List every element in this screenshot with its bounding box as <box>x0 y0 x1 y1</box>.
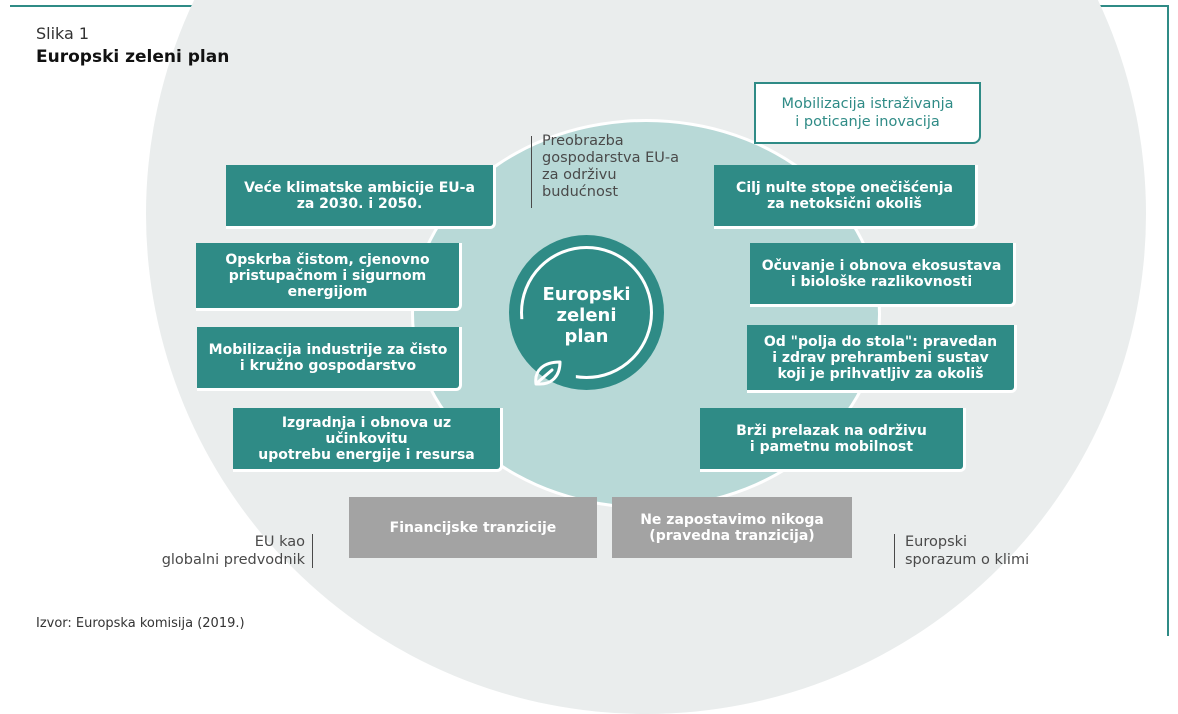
ring-label-line: Preobrazba <box>542 133 624 149</box>
box-line: Veće klimatske ambicije EU-a <box>244 179 475 196</box>
box-line: Brži prelazak na održivu <box>736 422 927 439</box>
center-title-line: Europski <box>542 284 631 305</box>
box-line: i zdrav prehrambeni sustav <box>772 349 989 366</box>
box-line: za netoksični okoliš <box>767 195 922 212</box>
side-label-line: EU kao <box>254 534 305 550</box>
box-line: Cilj nulte stope onečišćenja <box>736 179 953 196</box>
box-line: i biološke razlikovnosti <box>790 273 973 290</box>
box-line: energijom <box>287 283 368 300</box>
ring-label-line: gospodarstva EU-a <box>542 150 679 166</box>
box-line: i poticanje inovacija <box>795 114 940 130</box>
left-box-industry: Mobilizacija industrije za čisto i kružn… <box>197 327 462 391</box>
left-box-building-renovation: Izgradnja i obnova uz učinkovitu upotreb… <box>233 408 503 472</box>
right-box-farm-to-fork: Od "polja do stola": pravedan i zdrav pr… <box>747 325 1017 393</box>
center-inner-ring <box>520 246 653 379</box>
leaf-icon <box>534 360 562 386</box>
left-box-climate-ambition: Veće klimatske ambicije EU-a za 2030. i … <box>226 165 496 229</box>
bottom-box-financing: Financijske tranzicije <box>349 497 597 558</box>
side-label-divider <box>312 534 313 568</box>
ring-label-divider <box>531 136 532 208</box>
box-line: Izgradnja i obnova uz učinkovitu <box>281 414 452 447</box>
box-line: Od "polja do stola": pravedan <box>763 333 998 350</box>
right-box-mobility: Brži prelazak na održivu i pametnu mobil… <box>700 408 966 472</box>
side-label-line: Europski <box>905 534 968 550</box>
ring-label-line: budućnost <box>542 184 619 200</box>
side-label-divider <box>894 534 895 568</box>
side-label-global-leader: EU kao globalni predvodnik <box>120 533 305 569</box>
box-line: i kružno gospodarstvo <box>239 357 417 374</box>
box-line: (pravedna tranzicija) <box>649 527 815 544</box>
center-title: Europski zeleni plan <box>509 284 664 347</box>
left-box-clean-energy: Opskrba čistom, cjenovno pristupačnom i … <box>196 243 462 311</box>
box-line: koji je prihvatljiv za okoliš <box>777 365 984 382</box>
box-line: Financijske tranzicije <box>389 519 557 536</box>
side-label-climate-pact: Europski sporazum o klimi <box>905 533 1029 569</box>
bottom-box-just-transition: Ne zapostavimo nikoga (pravedna tranzici… <box>612 497 852 558</box>
top-box-research: Mobilizacija istraživanja i poticanje in… <box>754 82 981 144</box>
figure-label: Slika 1 <box>36 24 90 43</box>
figure-source: Izvor: Europska komisija (2019.) <box>36 616 245 631</box>
ring-label: Preobrazba gospodarstva EU-a za održivu … <box>542 133 679 201</box>
figure-title: Europski zeleni plan <box>36 47 230 67</box>
right-box-zero-pollution: Cilj nulte stope onečišćenja za netoksič… <box>714 165 978 229</box>
right-box-ecosystems: Očuvanje i obnova ekosustava i biološke … <box>750 243 1016 307</box>
center-title-line: zeleni <box>556 305 617 326</box>
center-title-line: plan <box>564 326 609 347</box>
box-line: Ne zapostavimo nikoga <box>640 511 824 528</box>
side-label-line: sporazum o klimi <box>905 552 1030 568</box>
box-line: Opskrba čistom, cjenovno <box>225 251 430 268</box>
ring-label-line: za održivu <box>542 167 617 183</box>
box-line: pristupačnom i sigurnom <box>228 267 427 284</box>
box-line: Mobilizacija istraživanja <box>781 96 954 112</box>
box-line: za 2030. i 2050. <box>296 195 423 212</box>
box-line: upotrebu energije i resursa <box>258 446 475 463</box>
box-line: i pametnu mobilnost <box>749 438 914 455</box>
box-line: Mobilizacija industrije za čisto <box>208 341 448 358</box>
side-label-line: globalni predvodnik <box>161 552 305 568</box>
box-line: Očuvanje i obnova ekosustava <box>761 257 1002 274</box>
